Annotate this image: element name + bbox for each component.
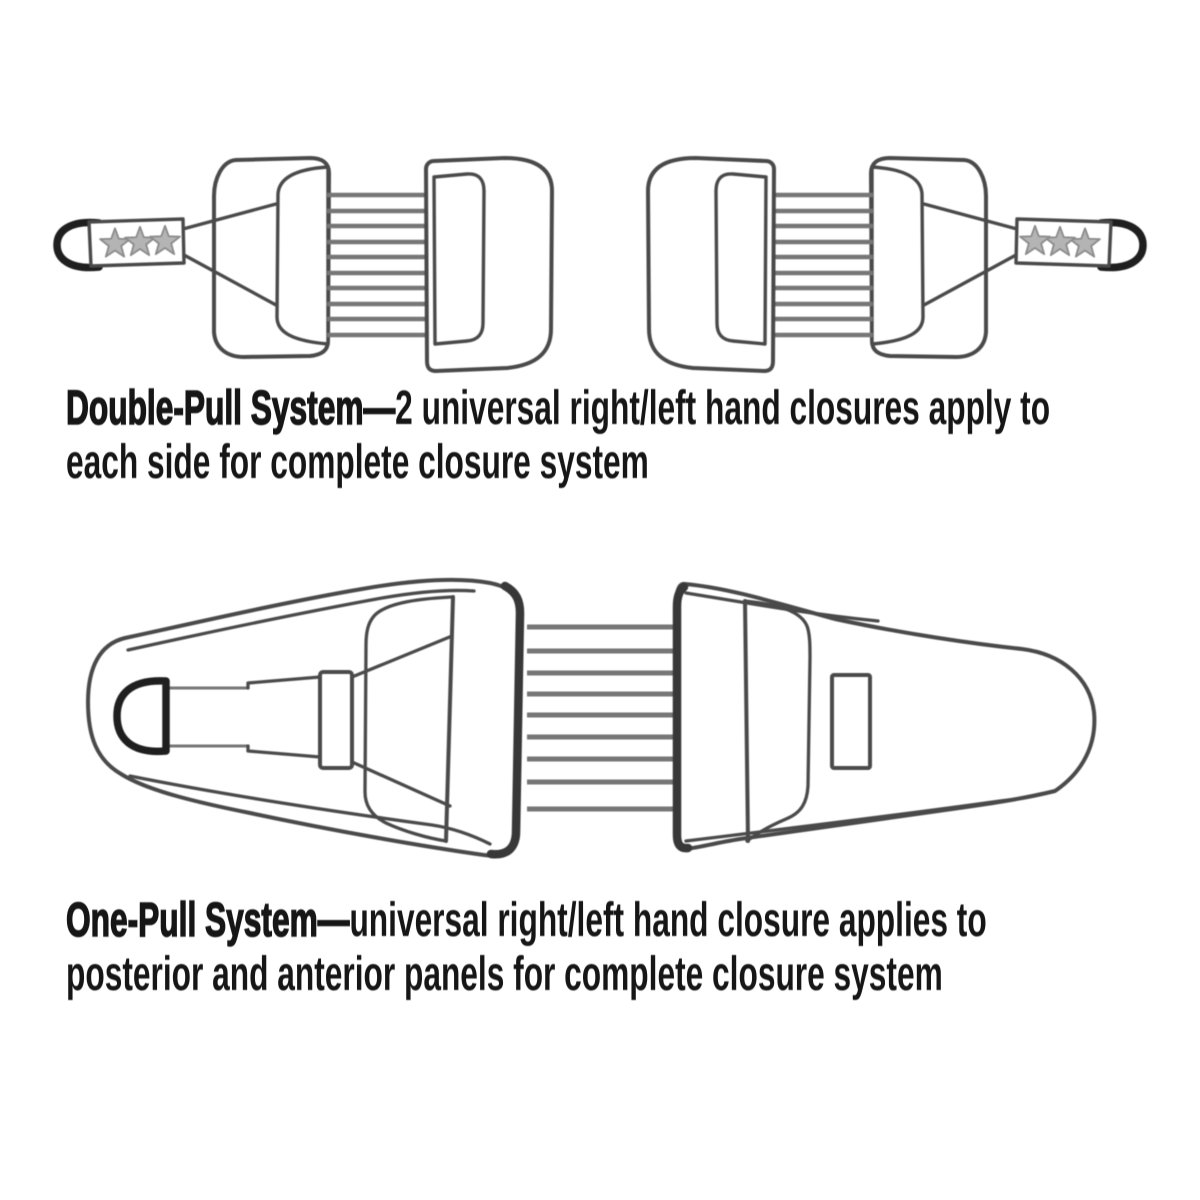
front-panel-flap [432, 172, 486, 346]
pull-cord-upper [181, 202, 278, 231]
panel-flap-outline [743, 599, 812, 843]
strap-slot [830, 673, 872, 770]
strap-buckle [318, 670, 354, 770]
panel-edge-binding [672, 582, 693, 853]
panel-edge-binding [486, 581, 525, 859]
one-pull-diagram [86, 577, 1097, 859]
panel-flap-outline [363, 595, 453, 843]
caption-double-pull: Double-Pull System—2 universal right/lef… [66, 381, 1051, 490]
bottom-hem-line [684, 788, 1059, 843]
elastic-bands [527, 624, 676, 812]
caption-line-1: Double-Pull System—2 universal right/lef… [66, 381, 1051, 436]
double-pull-left-closure-unit [53, 156, 554, 373]
back-panel-flap [275, 165, 330, 346]
posterior-panel-unit [86, 577, 525, 859]
panel-fold-line [743, 599, 750, 843]
caption-description: 2 universal right/left hand closures app… [395, 382, 1051, 435]
funnel-cord-lower [350, 760, 452, 808]
top-hem-line [684, 591, 880, 623]
em-dash: — [317, 893, 350, 948]
funnel-cord-upper [350, 634, 454, 679]
bottom-hem-line [128, 774, 492, 846]
caption-description: universal right/left hand closure applie… [349, 894, 987, 947]
pull-handle-icon [113, 677, 170, 756]
em-dash: — [363, 381, 396, 436]
top-hem-line [126, 588, 476, 652]
anterior-panel-unit [672, 581, 1097, 853]
double-pull-diagram [53, 156, 1143, 373]
pull-cord-lower [182, 253, 278, 307]
caption-title: One-Pull System [66, 893, 319, 948]
anterior-panel-outline [675, 581, 1097, 851]
strap-taper-lower [246, 744, 322, 759]
posterior-panel-outline [86, 577, 522, 858]
caption-line-2: posterior and anterior panels for comple… [66, 948, 943, 1001]
caption-title: Double-Pull System [66, 381, 364, 436]
double-pull-right-closure-unit [648, 158, 1143, 371]
elastic-bands [327, 192, 431, 338]
caption-line-2: each side for complete closure system [66, 436, 649, 489]
caption-line-1: One-Pull System—universal right/left han… [66, 893, 987, 948]
strap-taper-upper [246, 675, 322, 690]
caption-one-pull: One-Pull System—universal right/left han… [66, 893, 987, 1002]
